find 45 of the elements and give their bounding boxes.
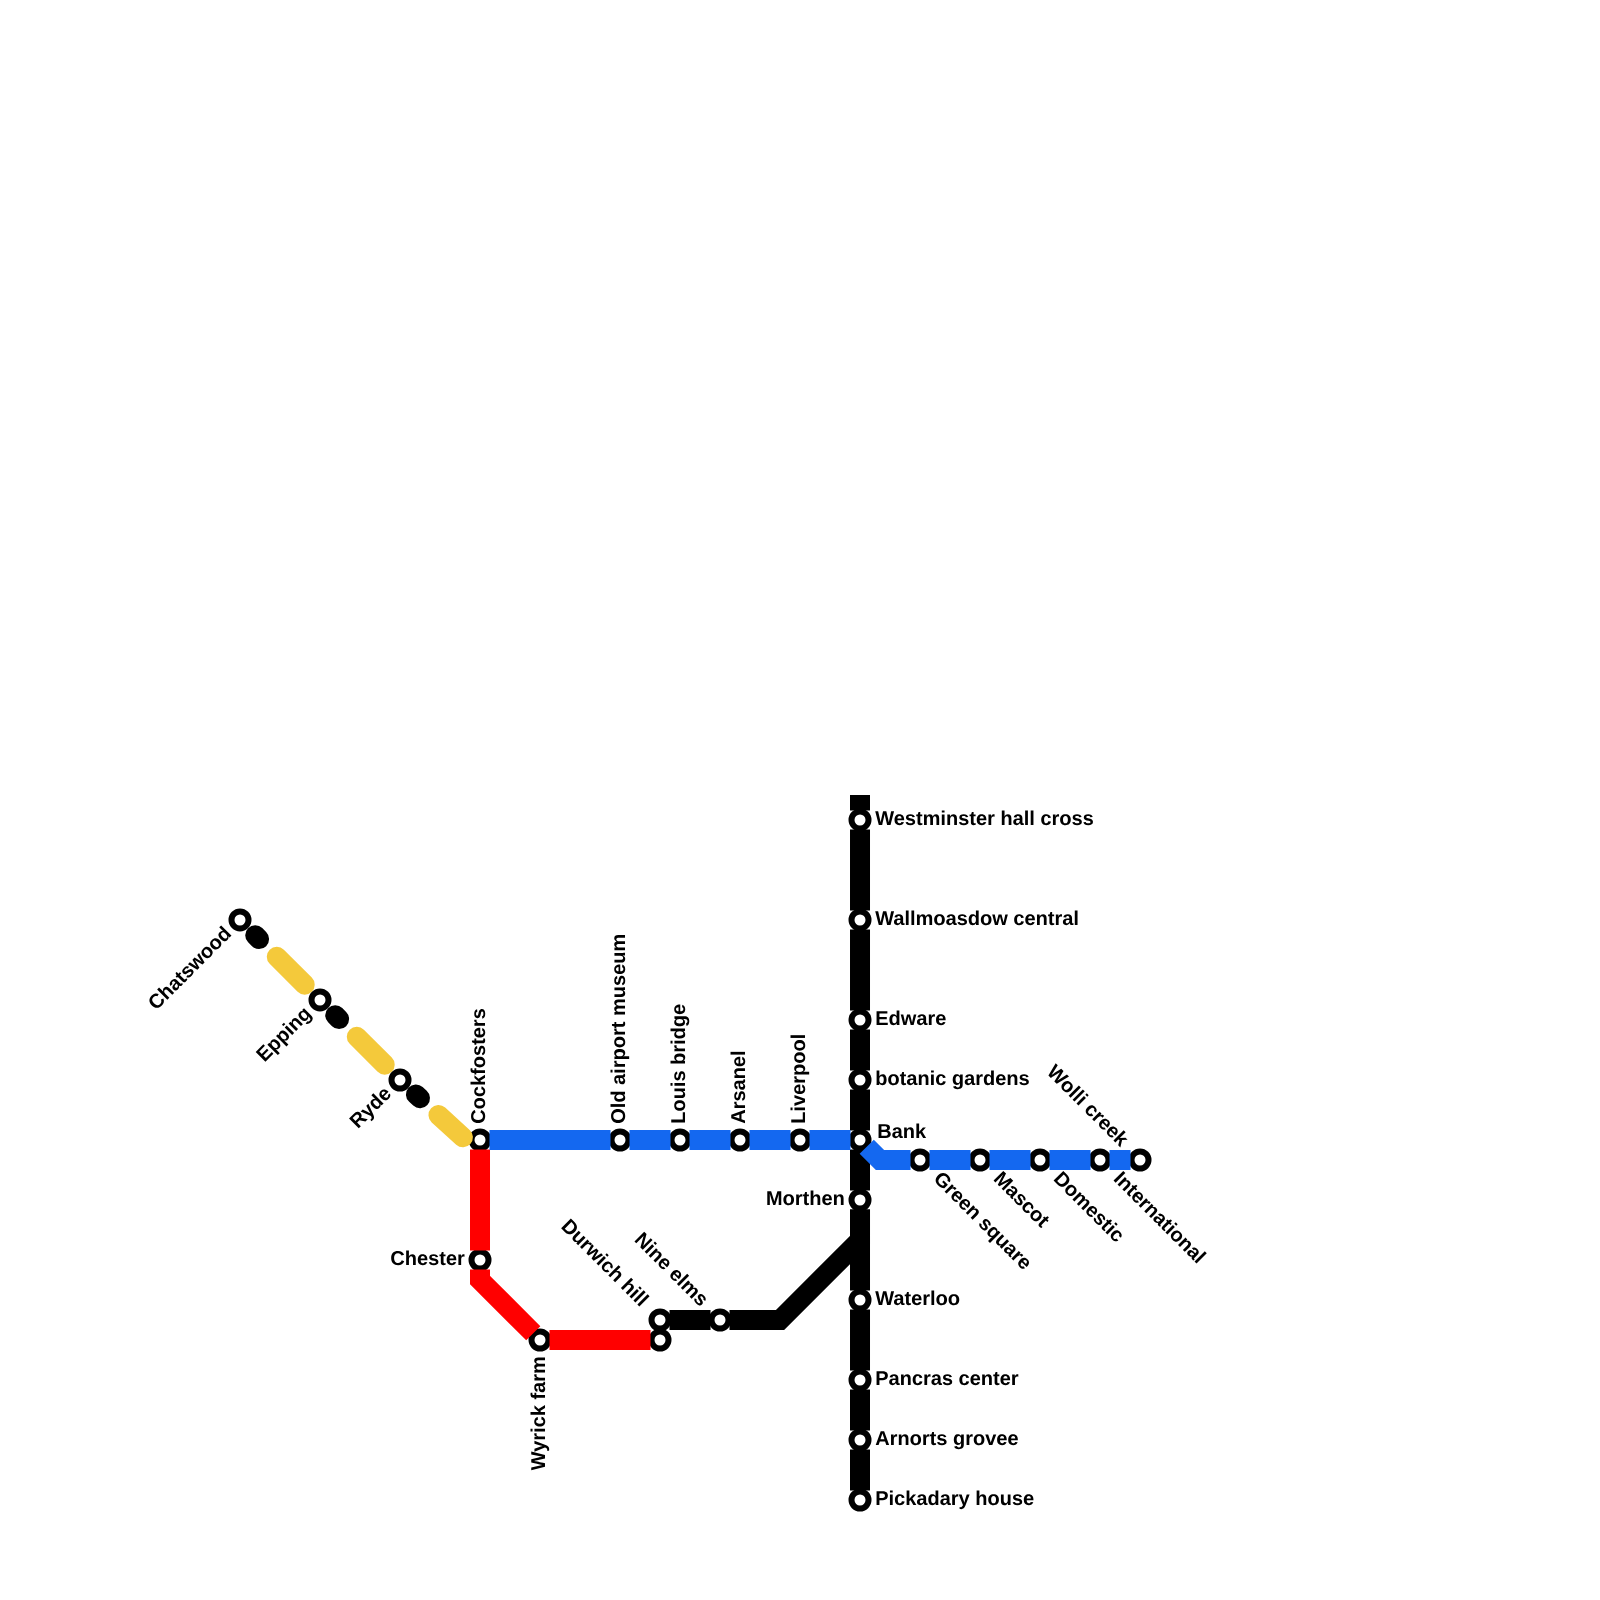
station-name: Morthen (767, 1190, 844, 1206)
line-segment (489, 1130, 611, 1150)
station-name: Cockfosters (470, 1009, 486, 1123)
line-segment (470, 1149, 490, 1251)
station-name: Westminster hall cross (875, 810, 1093, 826)
line-segment (1109, 1150, 1131, 1170)
station-name: Arsanel (730, 1051, 746, 1124)
station-name: botanic gardens (876, 1070, 1029, 1090)
line-segment (850, 829, 870, 911)
line-segment (850, 795, 870, 811)
station-name: Bank (878, 1123, 927, 1139)
line-segment (859, 1139, 911, 1170)
line-segment (325, 1005, 395, 1075)
station-name: Old airport museum (610, 935, 630, 1123)
line-segment (689, 1130, 731, 1150)
station-name: Edware (876, 1010, 946, 1026)
station-name: Arnorts grovee (875, 1431, 1018, 1450)
line-segment (470, 1269, 541, 1341)
line-segment (850, 1089, 870, 1131)
line-segment (729, 1209, 870, 1330)
line-segment (989, 1150, 1031, 1170)
line-segment (749, 1130, 791, 1150)
line-segment (850, 1149, 870, 1191)
line-segment (850, 1389, 870, 1431)
line-segment (929, 1150, 971, 1170)
station-name: Louis bridge (670, 1004, 690, 1123)
line-segment (669, 1310, 711, 1330)
line-segment (850, 929, 870, 1011)
line-segment (549, 1330, 651, 1350)
station-name: Wallmoasdow central (875, 910, 1078, 926)
line-segment (809, 1130, 851, 1150)
line-segment (629, 1130, 671, 1150)
station-marker (648, 1328, 672, 1352)
line-segment (850, 1309, 870, 1371)
line-segment (850, 1029, 870, 1071)
station-name: Waterloo (875, 1290, 960, 1306)
line-segment (1049, 1150, 1091, 1170)
line-segment (850, 1449, 870, 1491)
line-segment (405, 1084, 473, 1148)
line-segment (245, 925, 315, 995)
station-name: Liverpool (790, 1035, 810, 1123)
station-name: Chester (391, 1250, 465, 1266)
station-name: Pancras center (876, 1371, 1019, 1386)
station-name: Wyrick farm (530, 1357, 550, 1471)
station-name: Pickadary house (876, 1490, 1034, 1510)
